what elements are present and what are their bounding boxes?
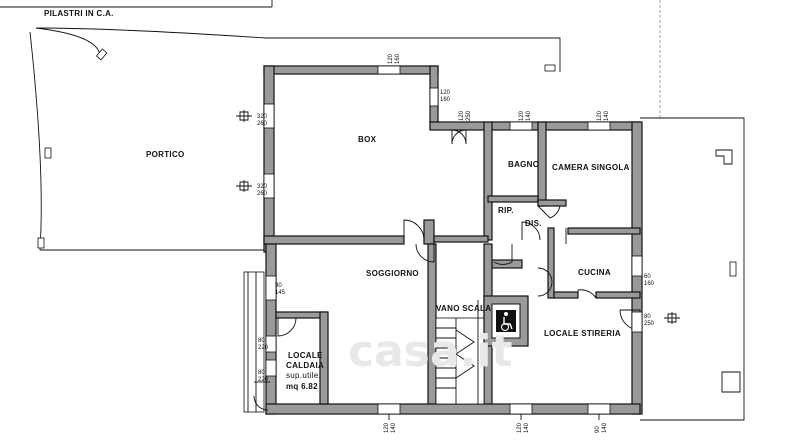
dim-label: 160 (644, 281, 655, 287)
portico-pillar (95, 48, 108, 61)
room-label-camera: CAMERA SINGOLA (552, 163, 630, 172)
dim-label: 80 (258, 370, 265, 376)
dim-label: 120 (384, 422, 390, 433)
dim-label: 250 (466, 110, 472, 121)
windows (263, 65, 643, 415)
area-value: mq 6.82 (286, 382, 318, 391)
area-label: sup.utile: (286, 371, 321, 380)
dim-label: 60 (644, 274, 651, 280)
columns-note: PILASTRI IN C.A. (44, 9, 114, 18)
dim-label: 160 (395, 53, 401, 64)
dim-label: 120 (517, 422, 523, 433)
portico-pillar (37, 237, 45, 249)
room-label-box: BOX (358, 135, 377, 144)
dim-label: 140 (526, 110, 532, 121)
elevator (483, 295, 529, 347)
dim-label: 145 (275, 290, 286, 296)
dim-label: 160 (440, 97, 451, 103)
dim-label: 90 (595, 426, 601, 433)
dim-label: 90 (275, 283, 282, 289)
room-label-portico: PORTICO (146, 150, 185, 159)
dim-label: 140 (391, 422, 397, 433)
room-label-caldaia-1: LOCALE (288, 351, 323, 360)
room-label-stireria: LOCALE STIRERIA (544, 329, 621, 338)
room-label-rip: RIP. (498, 206, 514, 215)
portico-pillar (544, 64, 556, 72)
dim-label: 140 (602, 422, 608, 433)
dim-label: 120 (459, 110, 465, 121)
dim-label: 120 (519, 110, 525, 121)
dim-label: 260 (257, 191, 268, 197)
section-markers (236, 110, 680, 324)
bottom-ticks (388, 414, 600, 420)
dim-label: 80 (644, 314, 651, 320)
dim-label: 120 (597, 110, 603, 121)
dim-label: 320 (257, 184, 268, 190)
room-label-dis: DIS. (525, 219, 542, 228)
room-label-soggiorno: SOGGIORNO (366, 269, 419, 278)
dim-label: 320 (257, 114, 268, 120)
dim-label: 140 (604, 110, 610, 121)
wheelchair-icon (504, 312, 508, 316)
dim-label: 120 (388, 53, 394, 64)
room-label-cucina: CUCINA (578, 268, 611, 277)
dim-label: 140 (524, 422, 530, 433)
doors (253, 129, 641, 411)
room-label-vano-scala: VANO SCALA (436, 304, 491, 313)
dimension-labels: 120 160 120 160 120 250 120 140 120 140 … (257, 53, 655, 433)
terrace-area (640, 117, 745, 421)
room-label-caldaia-2: CALDAIA (286, 361, 324, 370)
dim-label: 220 (258, 345, 269, 351)
portico-pillar (44, 147, 52, 159)
staircase (435, 300, 485, 405)
dim-label: 80 (258, 338, 265, 344)
dim-label: 260 (257, 121, 268, 127)
watermark: casa.it (348, 326, 512, 377)
dim-label: 120 (440, 90, 451, 96)
dim-label: 220 (258, 377, 269, 383)
portico-area (29, 27, 561, 251)
room-label-bagno: BAGNO (508, 160, 539, 169)
dim-label: 250 (644, 321, 655, 327)
